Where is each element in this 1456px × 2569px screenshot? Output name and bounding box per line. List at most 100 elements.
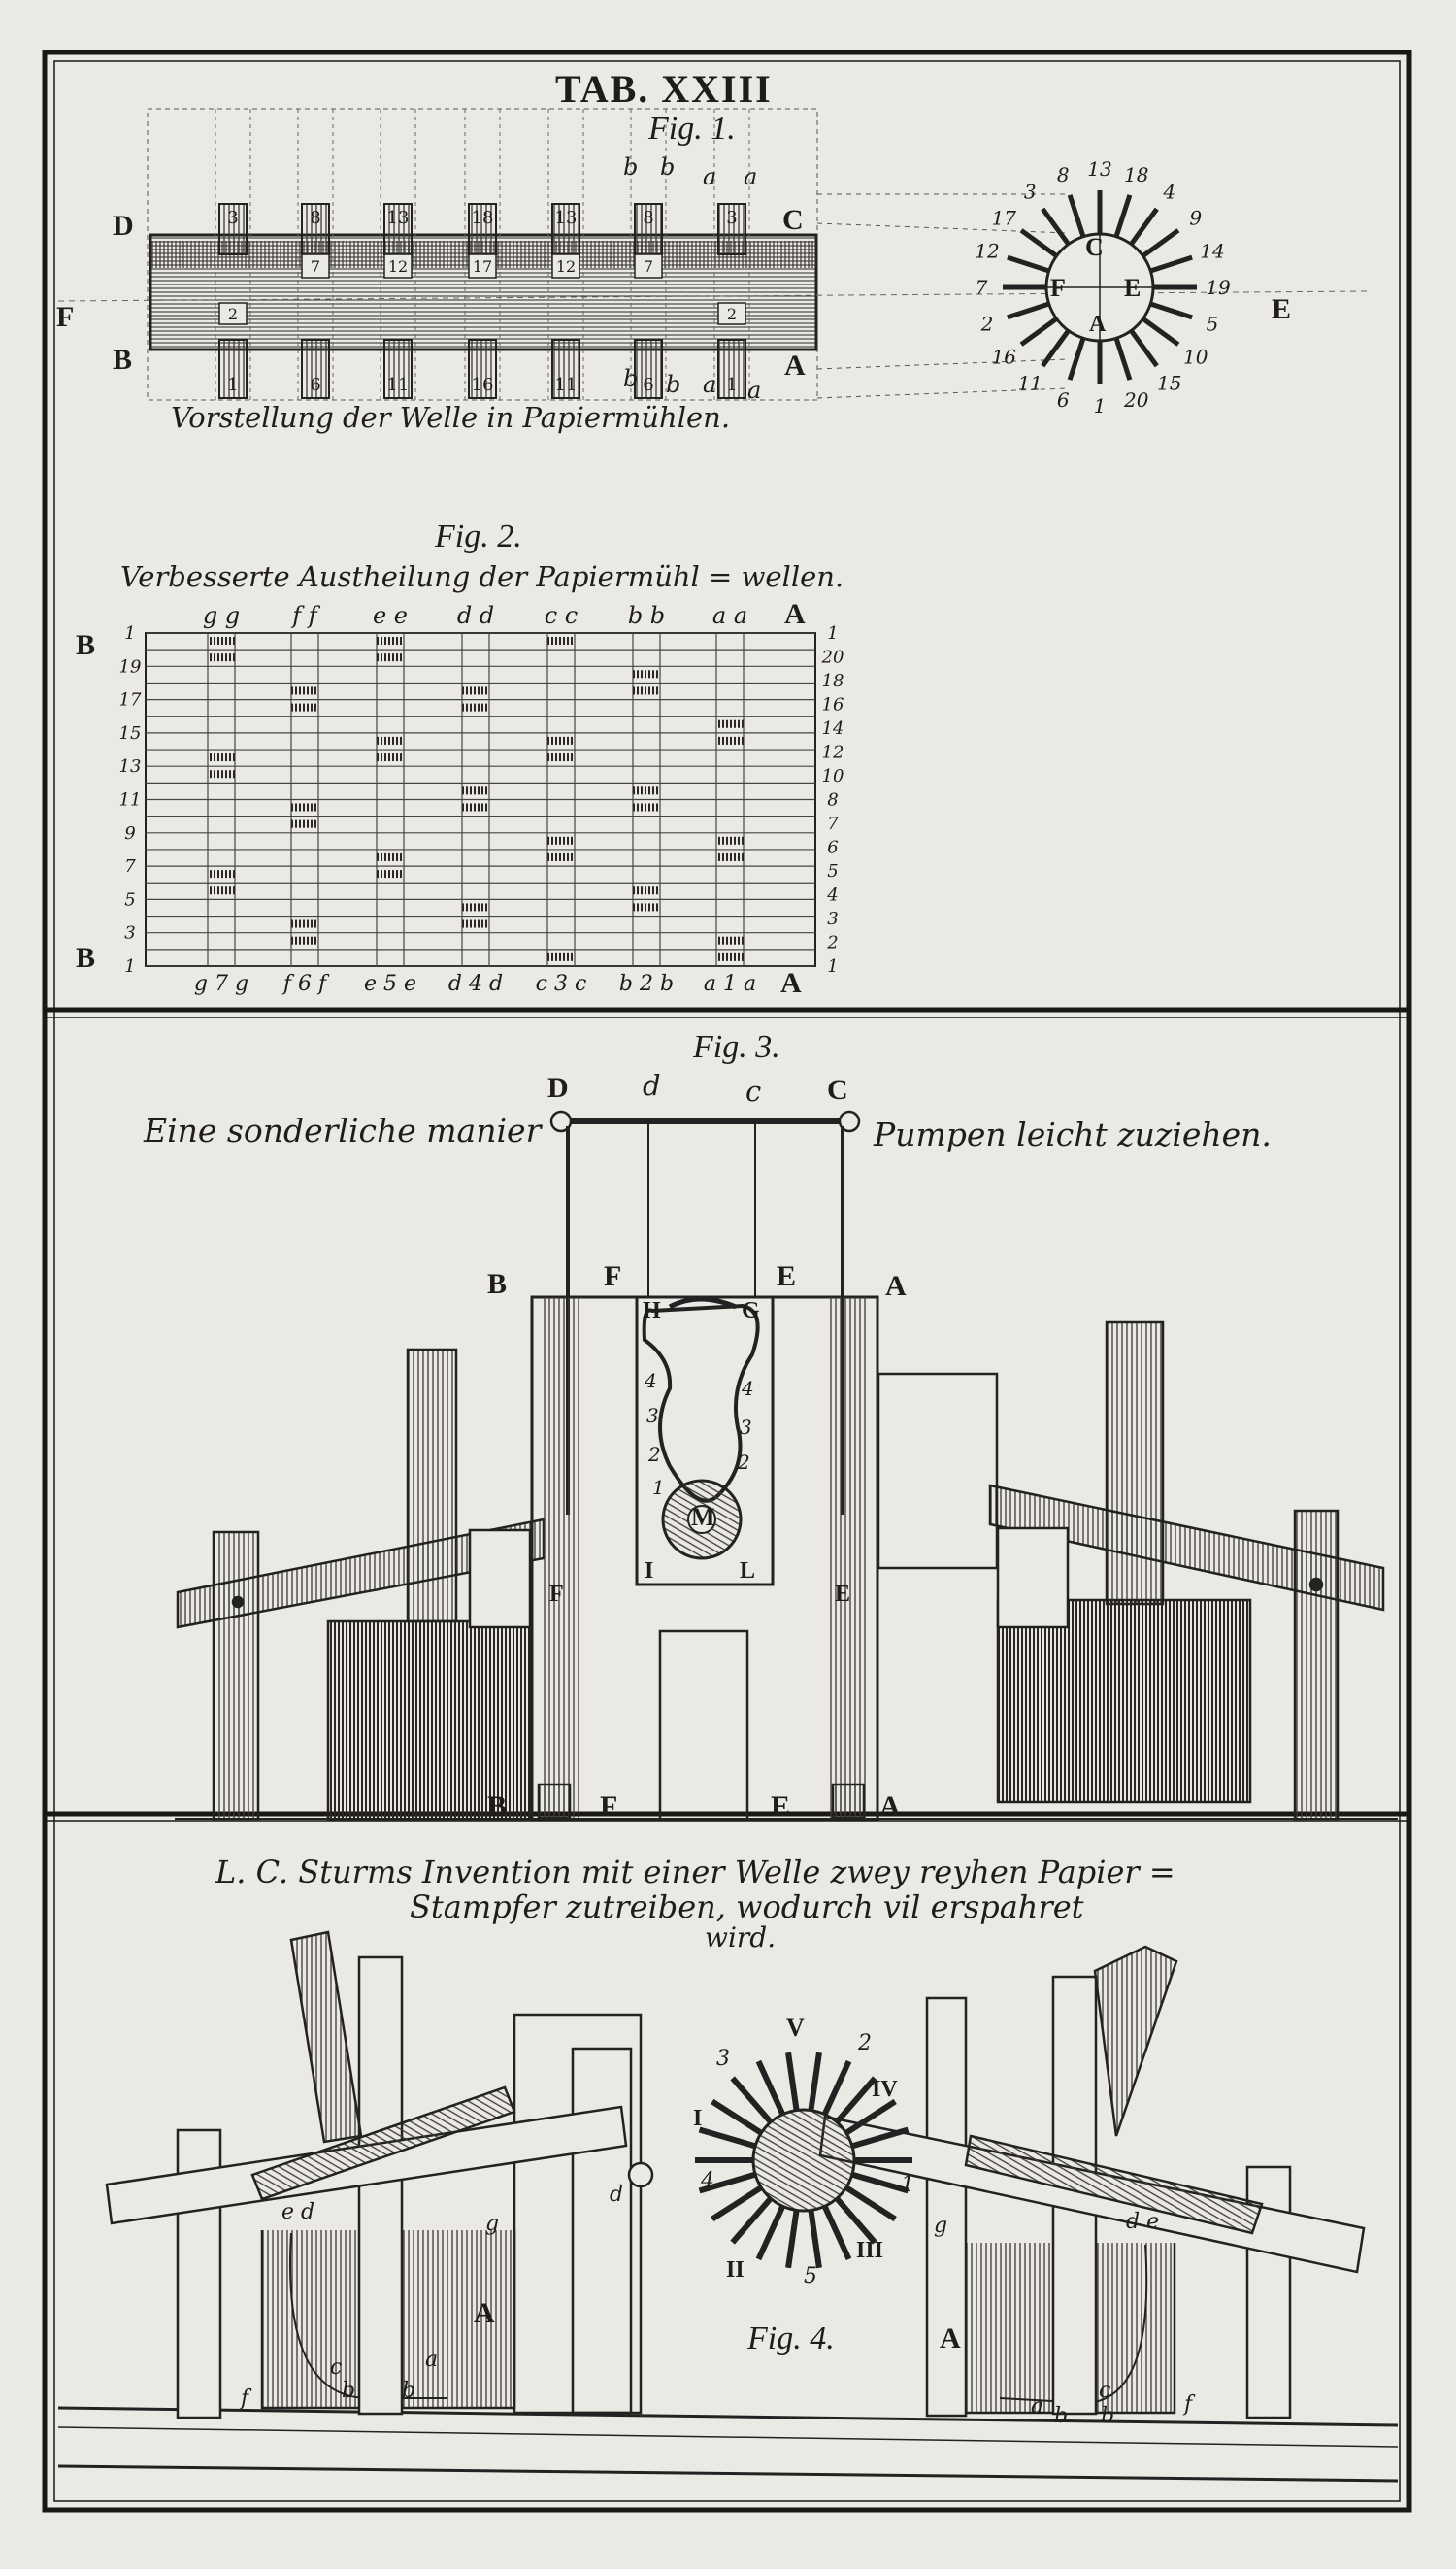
fig2-row-number-right: 2 (826, 933, 838, 953)
fig2-row-number-right: 16 (822, 695, 844, 716)
fig2-row-number-right: 14 (822, 718, 844, 739)
fig2-cam-mark (547, 753, 575, 762)
fig1-cam-bottom-number: 16 (472, 375, 494, 395)
fig1-wheel-spoke (1041, 207, 1071, 246)
fig1-wheel-spoke (1142, 228, 1180, 258)
fig2-cam-mark (377, 653, 404, 662)
fig2-row-number-right: 7 (827, 814, 839, 834)
fig1-wheel-spoke-number: 7 (976, 276, 988, 299)
fig4-title: Fig. 4. (747, 2320, 835, 2356)
fig1-cam-mid-number: 7 (644, 257, 653, 276)
fig4-spoke (808, 2210, 822, 2269)
fig1-wheel-spoke-number: 9 (1189, 206, 1202, 229)
fig2-grid: g gg 7 gf ff 6 fe ee 5 ed dd 4 dc cc 3 c… (119, 602, 844, 996)
fig1-top-a1: a (703, 163, 717, 190)
fig3-label-F: F (604, 1260, 622, 1292)
fig1-bottom-b1: b (623, 365, 639, 392)
fig4-spoke (844, 2098, 897, 2136)
fig3-label-A: A (885, 1270, 907, 1302)
fig4-label-f-right: f (1184, 2392, 1193, 2417)
fig3-label-B-bottom: B (487, 1790, 508, 1822)
fig1-cam-bottom-number: 6 (643, 375, 653, 395)
fig1-wheel-C: C (1085, 233, 1104, 261)
fig2-cam-mark (462, 703, 489, 712)
fig2-label-B-top: B (76, 629, 96, 661)
fig4-label-de: d e (1126, 2210, 1160, 2234)
fig2-cam-mark (291, 919, 318, 928)
fig3-caption-left: Eine sonderliche manier (144, 1112, 542, 1150)
fig3-chain-1: 1 (652, 1476, 665, 1499)
fig4-num-2: 2 (858, 2031, 872, 2055)
fig2-col-label-bottom: f 6 f (281, 972, 330, 996)
fig1-cam-bottom-number: 1 (726, 375, 737, 395)
fig1-cam-top-number: 3 (726, 208, 737, 228)
fig1-cam-bottom (218, 339, 248, 399)
fig4-caption-line3: wird. (705, 1921, 777, 1953)
fig1-wheel-spoke-number: 20 (1123, 388, 1149, 412)
fig1-wheel-spoke (1007, 254, 1050, 274)
plate-frame (42, 50, 1412, 2513)
fig2-cam-mark (291, 803, 318, 812)
fig2-row-number-right: 12 (822, 743, 844, 763)
fig2-row-number-right: 8 (827, 790, 838, 811)
fig1-wheel-spoke-number: 3 (1024, 180, 1037, 203)
fig2-label-A-top: A (784, 598, 806, 630)
fig2-row-number-left: 13 (119, 756, 142, 777)
fig2-cam-mark (377, 870, 404, 879)
fig1-cam-bottom (634, 339, 663, 399)
fig2-cam-mark (716, 836, 744, 845)
fig2-row-number-left: 9 (124, 823, 135, 844)
fig4-num-3: 3 (716, 2047, 730, 2071)
fig3-caption-right: Pumpen leicht zuziehen. (874, 1116, 1272, 1153)
fig1-wheel-spoke-number: 8 (1057, 163, 1070, 186)
fig1-wheel-A: A (1089, 312, 1107, 337)
fig1-cam-top (301, 203, 330, 255)
fig2-col-label-bottom: c 3 c (536, 972, 587, 996)
fig4-label-b-right: b (1054, 2404, 1069, 2428)
fig1-label-D: D (113, 210, 134, 242)
fig1-wheel-spoke-number: 15 (1157, 372, 1181, 395)
fig1-label-C: C (782, 204, 804, 236)
fig3-chain-3r: 3 (740, 1416, 752, 1439)
fig3-pump-machine (175, 1110, 1398, 1822)
fig1-cam-mid (634, 253, 663, 279)
fig2-cam-mark (633, 686, 660, 695)
fig1-label-B: B (113, 344, 133, 376)
fig2-cam-mark (462, 919, 489, 928)
fig3-label-I: I (645, 1558, 654, 1584)
fig1-cam-mid-number: 12 (388, 257, 408, 276)
fig2-cam-mark (208, 870, 235, 879)
fig3-chain-3: 3 (646, 1404, 659, 1427)
fig3-label-E-bottom: E (771, 1790, 791, 1822)
fig2-cam-mark (462, 903, 489, 912)
fig1-label-F: F (56, 301, 75, 333)
fig1-cam-top (551, 203, 580, 255)
fig1-wheel-spoke-number: 1 (1094, 394, 1107, 417)
fig2-cam-mark (377, 736, 404, 745)
fig4-stamping-mill (57, 1930, 1399, 2483)
fig4-spoke (755, 2059, 786, 2116)
fig1-bottom-a1: a (703, 371, 717, 398)
fig1-cam-bottom (717, 339, 746, 399)
fig1-wheel-spoke (1067, 194, 1086, 238)
fig4-caption-line2: Stampfer zutreiben, wodurch vil erspahre… (410, 1888, 1084, 1925)
fig3-label-d: d (643, 1069, 661, 1102)
fig2-cam-mark (716, 952, 744, 961)
fig2-row-number-right: 5 (827, 861, 838, 882)
fig1-top-b2: b (660, 153, 676, 181)
fig1-cam-mid-number: 7 (311, 257, 320, 276)
fig1-wheel-spoke-number: 12 (975, 239, 999, 262)
fig1-wheel-spoke (1007, 301, 1050, 320)
fig1-wheel-spoke (1113, 337, 1133, 381)
fig4-spoke (698, 2126, 756, 2150)
fig2-cam-mark (716, 852, 744, 861)
fig1-bottom-a2: a (747, 377, 762, 404)
fig4-spoke (730, 2196, 774, 2245)
fig2-cam-mark (208, 753, 235, 762)
fig4-label-b: b (342, 2379, 356, 2403)
fig2-cam-mark (291, 686, 318, 695)
plate-title: TAB. XXIII (555, 67, 773, 111)
fig3-label-M: M (691, 1503, 715, 1531)
